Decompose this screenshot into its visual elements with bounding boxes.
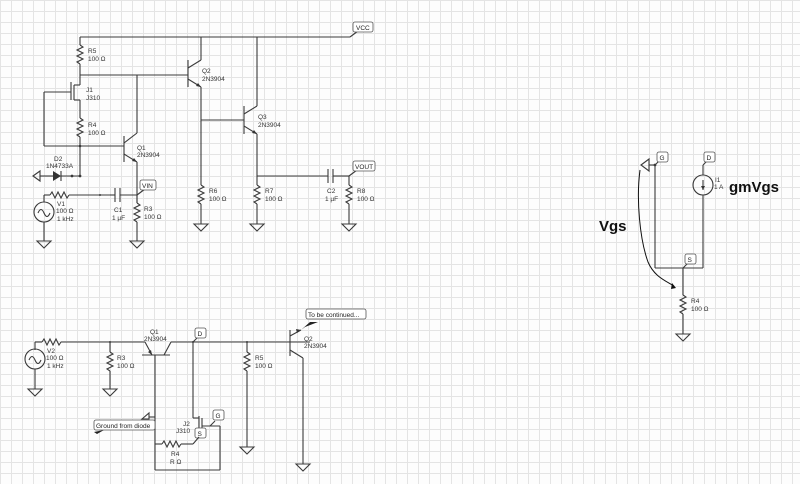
vout-tag[interactable]: VOUT <box>352 160 376 172</box>
c2-value: 1 µF <box>325 196 338 203</box>
to-be-continued-tag[interactable]: To be continued... <box>305 308 367 320</box>
resistor-r4[interactable] <box>75 117 85 138</box>
resistor-r2[interactable] <box>41 337 62 347</box>
i1-name: I1 <box>715 177 721 184</box>
svg-text:VIN: VIN <box>142 183 153 190</box>
d-tag-bottom[interactable]: D <box>194 327 207 339</box>
vin-tag[interactable]: VIN <box>139 179 157 191</box>
d-tag-ss[interactable]: D <box>703 151 716 163</box>
v1-value: 100 Ω <box>56 208 74 215</box>
svg-text:S: S <box>198 431 203 438</box>
resistor-r5-bottom[interactable] <box>242 351 252 372</box>
c1-value: 1 µF <box>112 215 125 222</box>
g-tag-bottom[interactable]: G <box>212 409 225 421</box>
resistor-r3-bottom[interactable] <box>105 351 115 372</box>
j1-name: J1 <box>86 87 93 94</box>
ground-arrow <box>32 169 41 183</box>
vcc-tag[interactable]: VCC <box>352 21 374 33</box>
svg-text:Ground from diode: Ground from diode <box>96 423 151 430</box>
svg-text:G: G <box>216 413 221 420</box>
q1-name: Q1 <box>137 145 146 152</box>
svg-text:D: D <box>198 331 203 338</box>
resistor-r8[interactable] <box>344 184 354 205</box>
q1b-name: Q1 <box>150 329 159 336</box>
r5-value: 100 Ω <box>88 56 106 63</box>
r4ss-value: 100 Ω <box>691 306 709 313</box>
q2b-model: 2N3904 <box>304 343 327 350</box>
ground-arrow-bottom <box>140 411 150 420</box>
v1-name: V1 <box>57 201 65 208</box>
svg-text:To be continued...: To be continued... <box>308 312 360 319</box>
r4ss-name: R4 <box>691 298 700 305</box>
v2-freq: 1 kHz <box>47 363 64 370</box>
svg-text:S: S <box>688 257 693 264</box>
q3-name: Q3 <box>258 114 267 121</box>
resistor-r7[interactable] <box>252 184 262 205</box>
svg-text:G: G <box>660 155 665 162</box>
small-signal-model: G D I1 1 A gmVgs S R4 100 Ω Vgs <box>599 151 779 342</box>
q2-model: 2N3904 <box>202 76 225 83</box>
r4b-name: R4 <box>171 451 180 458</box>
resistor-r6[interactable] <box>196 184 206 205</box>
r6-name: R6 <box>209 188 218 195</box>
j2-model: J310 <box>176 428 190 435</box>
r3b-value: 100 Ω <box>117 363 135 370</box>
ground-from-diode-tag[interactable]: Ground from diode <box>93 419 156 431</box>
r7-name: R7 <box>265 188 274 195</box>
resistor-r4-bottom[interactable] <box>161 439 182 449</box>
vgs-annotation-line <box>637 169 675 287</box>
q3-model: 2N3904 <box>258 122 281 129</box>
q2-name: Q2 <box>202 68 211 75</box>
s-tag-ss[interactable]: S <box>684 253 697 265</box>
r3-value: 100 Ω <box>144 214 162 221</box>
r7-value: 100 Ω <box>265 196 283 203</box>
v2-value: 100 Ω <box>46 355 64 362</box>
top-circuit: VCC R5 100 Ω J1 J310 R4 100 Ω Q1 <box>32 21 376 249</box>
ground-arrow-ss <box>640 157 650 173</box>
v1-freq: 1 kHz <box>57 216 74 223</box>
r5b-name: R5 <box>255 355 264 362</box>
q1b-model: 2N3904 <box>144 336 167 343</box>
bottom-circuit: V2 100 Ω 1 kHz R3 100 Ω Q1 2N3904 D <box>24 308 367 472</box>
q2b-name: Q2 <box>304 336 313 343</box>
r8-value: 100 Ω <box>357 196 375 203</box>
r5b-value: 100 Ω <box>255 363 273 370</box>
i1-value: 1 A <box>714 184 724 191</box>
c2-name: C2 <box>327 188 336 195</box>
j1-model: J310 <box>86 95 100 102</box>
svg-text:VOUT: VOUT <box>355 164 373 171</box>
gmvgs-label: gmVgs <box>729 179 779 196</box>
r3b-name: R3 <box>117 355 126 362</box>
d2-model: 1N4733A <box>46 163 74 170</box>
diode-d2[interactable] <box>53 171 61 181</box>
q1-model: 2N3904 <box>137 152 160 159</box>
s-tag-bottom[interactable]: S <box>194 427 207 439</box>
r4-name: R4 <box>88 122 97 129</box>
resistor-r1[interactable] <box>49 190 70 200</box>
resistor-r5[interactable] <box>75 44 85 65</box>
d2-name: D2 <box>54 156 63 163</box>
vgs-label: Vgs <box>599 218 627 235</box>
svg-text:D: D <box>707 155 712 162</box>
r4-value: 100 Ω <box>88 130 106 137</box>
r6-value: 100 Ω <box>209 196 227 203</box>
svg-text:VCC: VCC <box>356 25 370 32</box>
j2-name: J2 <box>183 421 190 428</box>
r3-name: R3 <box>144 206 153 213</box>
g-tag-ss[interactable]: G <box>656 151 669 163</box>
v2-name: V2 <box>47 348 55 355</box>
resistor-r3[interactable] <box>132 202 142 223</box>
c1-name: C1 <box>114 207 123 214</box>
r4b-value: R Ω <box>170 459 182 466</box>
r8-name: R8 <box>357 188 366 195</box>
resistor-r4-ss[interactable] <box>678 294 688 315</box>
r5-name: R5 <box>88 48 97 55</box>
